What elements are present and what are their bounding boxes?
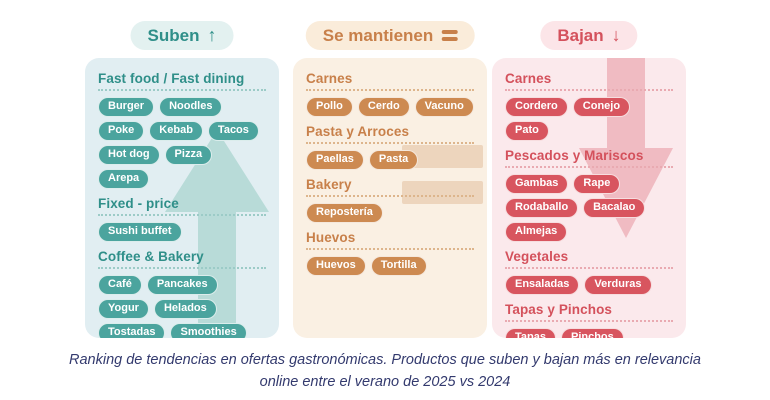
- dotted-divider: [505, 320, 673, 322]
- section-title: Huevos: [306, 230, 356, 245]
- tag-pill: Helados: [153, 299, 217, 319]
- tag-pill: Kebab: [149, 121, 203, 141]
- arrow-up-icon: ↑: [207, 24, 217, 45]
- bajan-header-badge: Bajan ↓: [540, 21, 638, 50]
- dotted-divider: [505, 89, 673, 91]
- tag-pill: Gambas: [505, 174, 569, 194]
- tag-pill: Café: [98, 275, 142, 295]
- tag-pill: Tacos: [207, 121, 259, 141]
- tag-pill: Smoothies: [170, 323, 247, 338]
- tag-pill: Almejas: [505, 222, 568, 242]
- tag-pill: Sushi buffet: [98, 222, 182, 242]
- tag-pill: Bacalao: [583, 198, 646, 218]
- tag-list: Tapas Pinchos: [505, 328, 673, 338]
- tag-pill: Pinchos: [560, 328, 624, 338]
- dotted-divider: [306, 89, 474, 91]
- se-mantienen-header-badge: Se mantienen: [305, 21, 475, 50]
- section-title: Vegetales: [505, 249, 569, 264]
- suben-header-badge: Suben ↑: [130, 21, 234, 50]
- tag-pill: Pizza: [164, 145, 213, 165]
- tag-pill: Pato: [505, 121, 549, 141]
- dotted-divider: [306, 195, 474, 197]
- section-title: Coffee & Bakery: [98, 249, 204, 264]
- tag-pill: Rodaballo: [505, 198, 579, 218]
- arrow-down-icon: ↓: [611, 24, 621, 45]
- tag-pill: Yogur: [98, 299, 149, 319]
- se-mantienen-header-label: Se mantienen: [322, 25, 434, 45]
- section-title: Fast food / Fast dining: [98, 71, 245, 86]
- tag-pill: Rape: [573, 174, 621, 194]
- tag-pill: Paellas: [306, 150, 364, 170]
- section-title: Bakery: [306, 177, 352, 192]
- tag-pill: Hot dog: [98, 145, 160, 165]
- dotted-divider: [306, 142, 474, 144]
- dotted-divider: [505, 166, 673, 168]
- bajan-header-label: Bajan: [557, 25, 604, 45]
- tag-pill: Pasta: [368, 150, 419, 170]
- tag-pill: Pollo: [306, 97, 353, 117]
- tag-pill: Repostería: [306, 203, 383, 223]
- tag-pill: Conejo: [572, 97, 631, 117]
- tag-pill: Pancakes: [146, 275, 218, 295]
- section-title: Fixed - price: [98, 196, 179, 211]
- tag-pill: Noodles: [159, 97, 223, 117]
- tag-pill: Vacuno: [414, 97, 474, 117]
- tag-pill: Cerdo: [357, 97, 410, 117]
- tag-pill: Poke: [98, 121, 145, 141]
- tag-list: Repostería: [306, 203, 474, 223]
- dotted-divider: [505, 267, 673, 269]
- tag-pill: Burger: [98, 97, 155, 117]
- suben-header-label: Suben: [147, 25, 200, 45]
- dotted-divider: [306, 248, 474, 250]
- caption: Ranking de tendencias en ofertas gastron…: [69, 352, 701, 391]
- dotted-divider: [98, 214, 266, 216]
- equals-icon: [441, 30, 458, 41]
- dotted-divider: [98, 267, 266, 269]
- tag-pill: Cordero: [505, 97, 568, 117]
- tag-pill: Huevos: [306, 256, 366, 276]
- section-title: Carnes: [306, 71, 353, 86]
- tag-pill: Tostadas: [98, 323, 166, 338]
- tag-pill: Arepa: [98, 169, 150, 189]
- section-title: Carnes: [505, 71, 552, 86]
- dotted-divider: [98, 89, 266, 91]
- section-title: Pescados y Mariscos: [505, 148, 644, 163]
- tag-pill: Tapas: [505, 328, 556, 338]
- section-title: Tapas y Pinchos: [505, 302, 613, 317]
- tag-pill: Ensaladas: [505, 275, 580, 295]
- tag-list: Sushi buffet: [98, 222, 266, 242]
- tag-pill: Tortilla: [370, 256, 427, 276]
- section-title: Pasta y Arroces: [306, 124, 410, 139]
- tag-pill: Verduras: [584, 275, 652, 295]
